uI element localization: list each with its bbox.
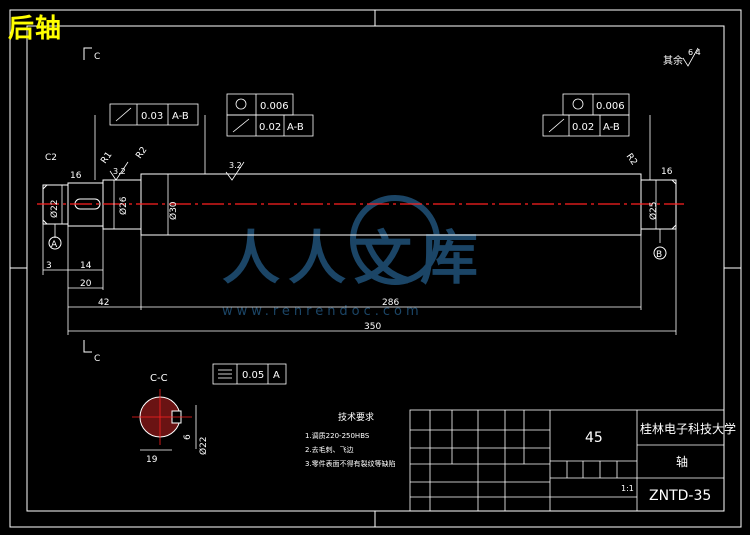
- dim-r2-left: R2: [134, 145, 149, 161]
- section-view: [132, 389, 197, 451]
- dim-dia-main: Ø30: [168, 201, 179, 220]
- dim-len-3: 3: [46, 261, 52, 271]
- dim-dia-26: Ø26: [118, 196, 129, 215]
- tol-right-cyl-value: 0.006: [596, 101, 625, 112]
- roughness-rest-label: 其余: [663, 54, 683, 67]
- page-title: 后轴: [8, 14, 63, 44]
- tech-req-item-1: 1.调质220-250HBS: [305, 431, 370, 440]
- tol-left-cyl-value: 0.006: [260, 101, 289, 112]
- title-block-drawing-no: ZNTD-35: [649, 488, 711, 504]
- datum-b-label: B: [656, 250, 662, 260]
- tol-key-sym-datum: A: [273, 370, 280, 381]
- dim-len-286: 286: [382, 298, 399, 308]
- datum-b-symbol: [653, 246, 667, 260]
- cut-mark-top: C: [94, 52, 100, 62]
- dim-len-350: 350: [364, 322, 381, 332]
- title-block-scale: 1:1: [621, 484, 634, 493]
- tol-right-runout-datum: A-B: [603, 122, 620, 133]
- roughness-symbols: [109, 47, 699, 181]
- section-view-label: C-C: [150, 373, 168, 384]
- dimension-lines: [42, 115, 677, 335]
- roughness-rest-value: 6.4: [688, 48, 701, 57]
- dim-r1: R1: [99, 150, 114, 166]
- watermark-url: www.renrendoc.com: [222, 304, 423, 319]
- title-block-part-name: 轴: [676, 454, 688, 469]
- tol-left-runout2-value: 0.02: [259, 122, 281, 133]
- datum-a-symbol: [48, 236, 62, 250]
- title-block: [409, 409, 725, 512]
- cut-mark-bottom: C: [94, 354, 100, 364]
- dim-len-42: 42: [98, 298, 109, 308]
- dim-key-dia: Ø22: [198, 436, 209, 455]
- watermark-text: 人人文库: [222, 224, 486, 292]
- dim-len-14: 14: [80, 261, 92, 271]
- section-marks: [83, 47, 92, 353]
- tech-req-heading: 技术要求: [338, 411, 374, 423]
- tech-req-item-3: 3.零件表面不得有裂纹等缺陷: [305, 459, 396, 468]
- dim-len-20: 20: [80, 279, 92, 289]
- tol-left-runout-datum: A-B: [172, 111, 189, 122]
- dim-key-depth: 19: [146, 455, 158, 465]
- tolerance-frames: [109, 93, 630, 385]
- dim-chamfer: C2: [45, 153, 57, 163]
- dim-r2-right: R2: [624, 152, 639, 168]
- dim-len-16-right: 16: [661, 167, 673, 177]
- tech-req-item-2: 2.去毛刺、飞边: [305, 445, 354, 454]
- title-block-company: 桂林电子科技大学: [640, 421, 736, 436]
- dim-dia-end-left: Ø22: [49, 199, 60, 218]
- datum-a-label: A: [51, 240, 58, 250]
- dim-dia-end-right: Ø25: [648, 201, 659, 220]
- roughness-key-value: 3.2: [113, 167, 126, 176]
- tol-right-runout-value: 0.02: [572, 122, 594, 133]
- tol-key-sym-value: 0.05: [242, 370, 264, 381]
- roughness-main-value: 3.2: [229, 161, 242, 170]
- dim-len-16-left: 16: [70, 171, 82, 181]
- watermark: 人人文库 www.renrendoc.com: [222, 195, 486, 319]
- tol-left-runout-value: 0.03: [141, 111, 163, 122]
- dim-key-width: 6: [183, 434, 193, 440]
- title-block-material: 45: [585, 430, 603, 446]
- tol-left-runout2-datum: A-B: [287, 122, 304, 133]
